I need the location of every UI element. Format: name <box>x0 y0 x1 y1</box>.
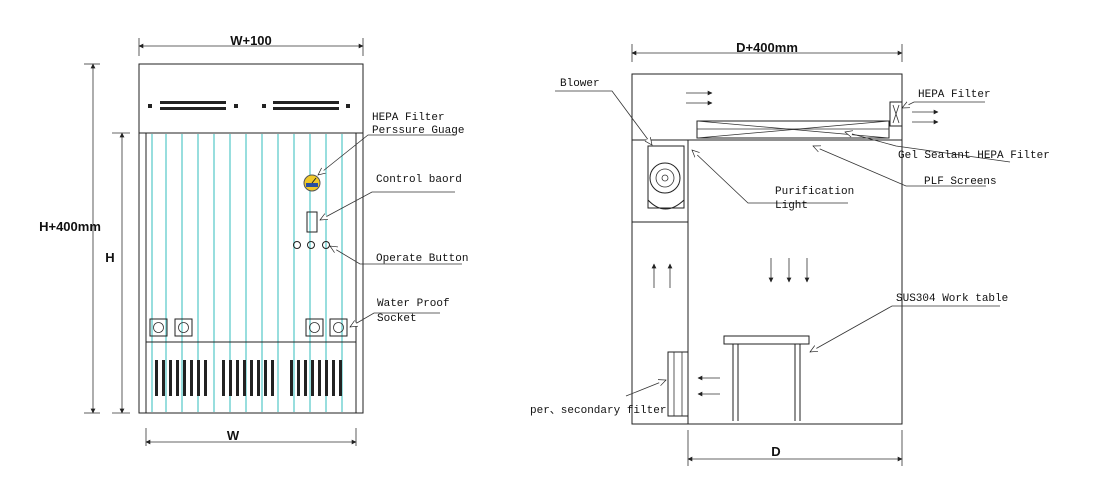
side-hepa-filter <box>889 101 903 127</box>
front-top-dimension: W+100 <box>138 33 364 56</box>
work-table <box>723 335 810 421</box>
socket-label-line1: Water Proof <box>377 298 450 310</box>
front-top-vents <box>148 101 350 110</box>
side-top-dimension: D+400mm <box>631 40 903 62</box>
purification-label-line2: Light <box>775 200 808 212</box>
hepa-gauge-label-line2: Perssure Guage <box>372 125 464 137</box>
secondary-filter <box>667 351 720 417</box>
gel-sealant-label: Gel Sealant HEPA Filter <box>898 150 1050 162</box>
control-board-label: Control baord <box>376 174 462 186</box>
side-top-dimension-label: D+400mm <box>736 40 798 55</box>
top-airflow-arrows <box>686 90 939 125</box>
gel-sealant-hepa-filter <box>696 120 890 139</box>
side-bottom-dimension: D <box>687 430 903 466</box>
return-airflow-arrows <box>651 263 673 288</box>
front-view: W+100 H+400mm H <box>39 33 468 446</box>
purification-label-line1: Purification <box>775 186 854 198</box>
front-bottom-dimension-label: W <box>227 428 240 443</box>
operate-button-label: Operate Button <box>376 253 468 265</box>
side-bottom-dimension-label: D <box>771 444 780 459</box>
socket-label-line2: Socket <box>377 313 417 325</box>
waterproof-sockets <box>149 318 348 337</box>
pressure-gauge-icon <box>303 174 321 192</box>
hepa-gauge-label-line1: HEPA Filter <box>372 112 445 124</box>
front-top-dimension-label: W+100 <box>230 33 272 48</box>
downflow-arrows <box>768 258 810 283</box>
front-outer-height-label: H+400mm <box>39 219 101 234</box>
front-outer-height-dimension: H+400mm <box>39 63 101 414</box>
work-table-label: SUS304 Work table <box>896 293 1008 305</box>
front-callouts: HEPA Filter Perssure Guage Control baord… <box>318 112 468 327</box>
blower-label: Blower <box>560 78 600 90</box>
control-board <box>306 211 318 233</box>
plf-screens-label: PLF Screens <box>924 176 997 188</box>
operate-buttons <box>293 241 330 249</box>
front-bottom-dimension: W <box>145 428 357 446</box>
side-hepa-filter-label: HEPA Filter <box>918 89 991 101</box>
front-bottom-grille <box>155 360 342 396</box>
front-inner-height-dimension: H <box>105 132 130 414</box>
blower-icon <box>647 145 685 210</box>
front-inner-height-label: H <box>105 250 114 265</box>
side-view: D+400mm <box>530 40 1050 466</box>
side-cabinet-body <box>631 73 903 425</box>
side-callouts: Blower HEPA Filter Gel Sealant HEPA Filt… <box>530 78 1050 417</box>
secondary-filter-label: per、secondary filter <box>530 405 666 417</box>
